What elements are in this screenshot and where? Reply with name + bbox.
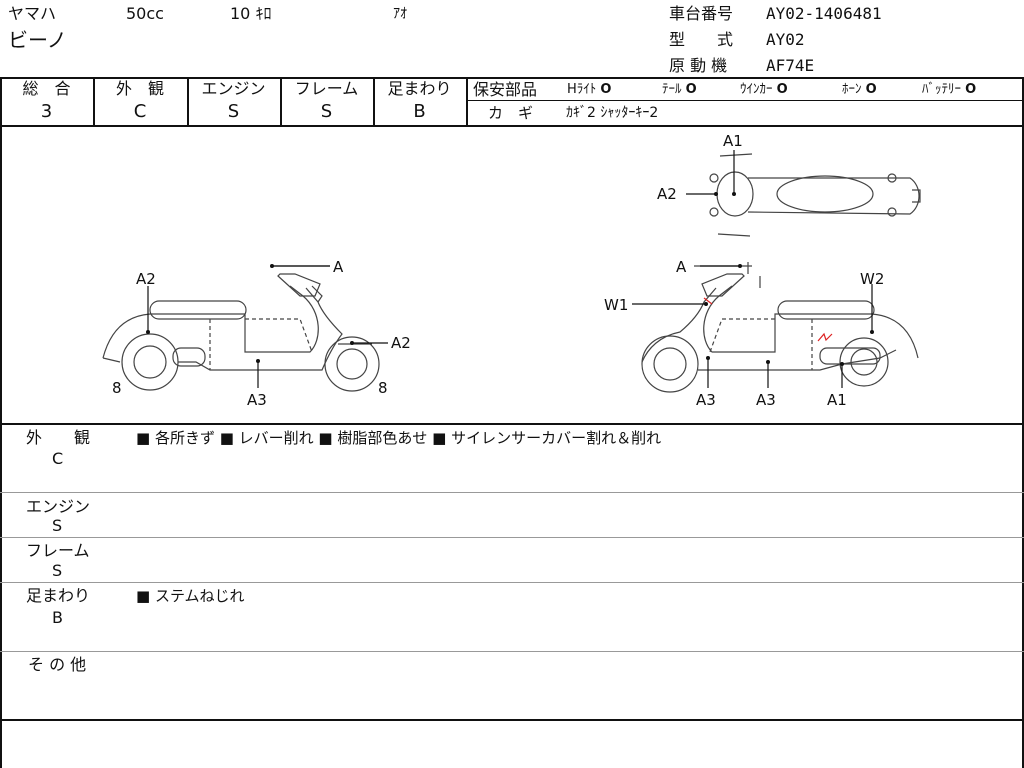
engine-value: AF74E: [766, 56, 815, 75]
label-left-tire-rear: 8: [112, 379, 122, 397]
divider: [1022, 77, 1024, 768]
type-value: AY02: [766, 30, 805, 49]
engine-grade: S: [227, 101, 240, 122]
label-left-tire-front: 8: [378, 379, 388, 397]
safety-label: 保安部品: [473, 80, 538, 99]
divider: [0, 125, 1024, 127]
divider: [280, 77, 282, 126]
label-right-w2: W2: [860, 270, 884, 288]
exterior-label: 外 観: [115, 79, 164, 98]
maker: ヤマハ: [8, 4, 57, 23]
overall-label: 総 合: [22, 79, 71, 98]
displacement: 50cc: [126, 4, 164, 23]
remark-other-label: そ の 他: [28, 655, 87, 674]
divider: [187, 77, 189, 126]
divider: [93, 77, 95, 126]
divider: [0, 77, 2, 768]
remark-exterior-grade: C: [52, 449, 64, 468]
engine-label: 原 動 機: [669, 56, 728, 75]
label-right-w1: W1: [604, 296, 628, 314]
frame-no-label: 車台番号: [669, 4, 734, 23]
label-right-a1-muffler: A1: [827, 391, 847, 409]
remark-suspension-label: 足まわり: [26, 586, 91, 605]
left-scooter-drawing: [102, 265, 380, 392]
scooter-damage-diagram: A2 A A2 A3 8 8 A W1 W2 A3 A3 A1 A1 A2: [102, 132, 921, 409]
frame-grade-label: フレーム: [294, 79, 359, 98]
label-right-a-lever: A: [676, 258, 687, 276]
color: ｱｵ: [393, 6, 407, 22]
divider: [0, 77, 1024, 79]
divider: [0, 423, 1024, 425]
remark-exterior-notes: ■ 各所きず ■ レバー削れ ■ 樹脂部色あせ ■ サイレンサーカバー割れ＆削れ: [136, 429, 662, 447]
remark-suspension-grade: B: [52, 608, 63, 627]
divider: [0, 492, 1024, 493]
engine-grade-label: エンジン: [201, 79, 266, 98]
divider: [373, 77, 375, 126]
mileage: 10 ｷﾛ: [230, 4, 272, 23]
key-value: ｶｷﾞ2 ｼｬｯﾀｰｷｰ2: [566, 105, 659, 121]
remark-engine-grade: S: [52, 516, 63, 535]
top-view-scooter-drawing: [709, 153, 921, 237]
label-top-a2: A2: [657, 185, 677, 203]
remark-suspension-notes: ■ ステムねじれ: [136, 587, 245, 605]
divider: [466, 77, 468, 126]
overall-grade: 3: [40, 101, 53, 122]
safety-item-tail: ﾃｰﾙ O: [662, 82, 697, 97]
frame-grade: S: [320, 101, 333, 122]
type-label: 型 式: [669, 30, 734, 49]
suspension-grade-label: 足まわり: [387, 79, 452, 98]
divider: [0, 651, 1024, 652]
divider: [466, 100, 1024, 101]
label-left-a2-seat: A2: [136, 270, 156, 288]
frame-no: AY02-1406481: [766, 4, 882, 23]
divider: [0, 582, 1024, 583]
safety-item-headlight: Hﾗｲﾄ O: [567, 82, 612, 97]
key-label: カ ギ: [488, 104, 534, 122]
safety-item-battery: ﾊﾞｯﾃﾘｰ O: [922, 82, 977, 97]
label-left-a-lever: A: [333, 258, 344, 276]
remark-exterior-label: 外 観: [26, 428, 91, 447]
divider: [0, 719, 1024, 721]
label-top-a1: A1: [723, 132, 743, 150]
label-right-a3-front: A3: [696, 391, 716, 409]
safety-item-winker: ｳｲﾝｶｰ O: [740, 82, 788, 97]
remark-frame-label: フレーム: [26, 541, 90, 560]
label-right-a3-floor: A3: [756, 391, 776, 409]
divider: [0, 537, 1024, 538]
model-name: ビーノ: [8, 28, 67, 52]
suspension-grade: B: [413, 101, 426, 122]
label-left-a2-front: A2: [391, 334, 411, 352]
exterior-grade: C: [133, 101, 147, 122]
remark-engine-label: エンジン: [26, 497, 91, 516]
safety-item-horn: ﾎｰﾝ O: [842, 82, 877, 97]
label-left-a3-floor: A3: [247, 391, 267, 409]
remark-frame-grade: S: [52, 561, 63, 580]
